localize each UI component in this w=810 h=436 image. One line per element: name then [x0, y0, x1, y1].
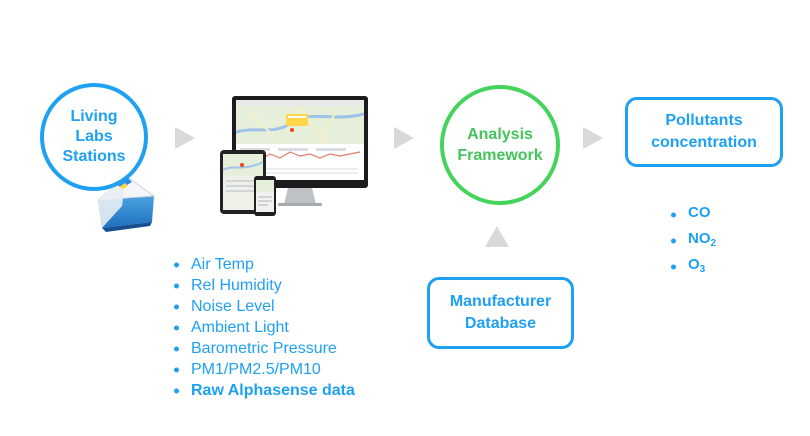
arrow-right-icon: [583, 127, 603, 149]
living-labs-label-1: Living: [70, 108, 118, 125]
list-item: PM1/PM2.5/PM10: [173, 359, 355, 380]
list-item: Air Temp: [173, 254, 355, 275]
pollutants-label-2: concentration: [651, 134, 757, 151]
manufacturer-database-node: Manufacturer Database: [427, 277, 574, 349]
analysis-label-2: Framework: [457, 147, 543, 164]
list-item: Ambient Light: [173, 317, 355, 338]
arrow-right-icon: [175, 127, 195, 149]
pollutants-label-1: Pollutants: [665, 112, 743, 129]
living-labs-label-3: Stations: [62, 148, 126, 165]
sensor-station-icon: [92, 170, 160, 243]
sensor-measurements-list: Air Temp Rel Humidity Noise Level Ambien…: [173, 254, 355, 401]
living-labs-label-2: Labs: [75, 128, 113, 145]
devices-dashboard-icon: [218, 92, 372, 223]
arrow-right-icon: [394, 127, 414, 149]
list-item: NO2: [670, 228, 716, 254]
manufacturer-label-1: Manufacturer: [449, 293, 552, 310]
living-labs-stations-node: Living Labs Stations: [40, 83, 148, 191]
pollutants-list: CO NO2 O3: [670, 202, 716, 280]
analysis-framework-node: Analysis Framework: [440, 85, 560, 205]
list-item: Noise Level: [173, 296, 355, 317]
manufacturer-label-2: Database: [464, 315, 537, 332]
arrow-up-icon: [485, 226, 509, 247]
list-item: CO: [670, 202, 716, 228]
pollutants-concentration-node: Pollutants concentration: [625, 97, 783, 167]
list-item: Rel Humidity: [173, 275, 355, 296]
list-item: Raw Alphasense data: [173, 380, 355, 401]
analysis-label-1: Analysis: [467, 126, 533, 143]
list-item: Barometric Pressure: [173, 338, 355, 359]
list-item: O3: [670, 254, 716, 280]
